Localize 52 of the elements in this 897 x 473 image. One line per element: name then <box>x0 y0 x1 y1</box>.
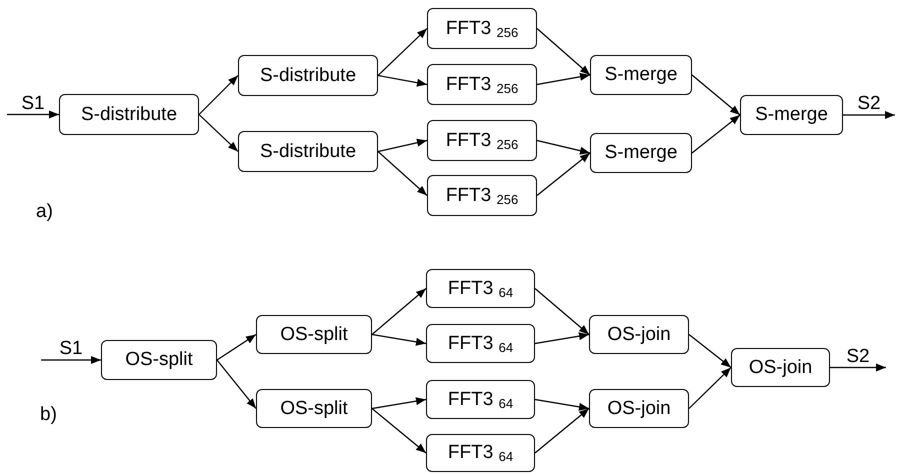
process-box: OS-split <box>256 389 372 428</box>
arrow <box>536 152 590 196</box>
arrow <box>378 74 428 87</box>
process-box: FFT3 $_{256}$ <box>427 175 537 216</box>
process-box: FFT3 $_{256}$ <box>427 8 537 49</box>
arrow <box>688 334 732 368</box>
arrow <box>830 364 886 372</box>
process-box: FFT3 $_{64}$ <box>426 434 535 472</box>
process-box: S-merge <box>590 133 692 173</box>
process-box: OS-join <box>589 315 689 354</box>
process-box: FFT3 $_{256}$ <box>427 64 537 105</box>
arrow <box>7 110 59 118</box>
arrow <box>372 288 426 335</box>
arrow <box>372 397 426 410</box>
arrow <box>534 408 590 454</box>
arrow <box>198 114 238 152</box>
process-box: OS-split <box>101 340 217 380</box>
process-box: FFT3 $_{64}$ <box>426 269 535 308</box>
process-box: S-distribute <box>238 55 378 96</box>
panel-label: a) <box>36 202 53 221</box>
arrow <box>372 334 426 346</box>
arrow <box>534 398 590 411</box>
panel-label: b) <box>40 405 57 424</box>
arrow <box>378 151 428 196</box>
arrow <box>216 360 256 409</box>
process-box: S-distribute <box>59 94 199 135</box>
arrow <box>378 28 428 76</box>
process-box: OS-join <box>589 389 689 428</box>
process-box: S-distribute <box>238 131 378 172</box>
arrow <box>536 140 590 155</box>
arrow <box>41 356 101 364</box>
arrow <box>534 332 590 344</box>
process-box: S-merge <box>590 55 692 95</box>
process-box: S-merge <box>740 95 843 135</box>
process-box: OS-split <box>256 315 372 354</box>
arrow <box>692 114 740 154</box>
arrow <box>216 334 256 360</box>
process-box: FFT3 $_{64}$ <box>426 380 535 419</box>
process-box: FFT3 $_{256}$ <box>427 120 537 161</box>
arrow <box>534 288 590 335</box>
arrow <box>688 367 732 409</box>
process-box: OS-join <box>731 348 830 387</box>
arrow <box>536 28 590 76</box>
process-box: FFT3 $_{64}$ <box>426 324 535 363</box>
signal-label: S1 <box>21 94 45 112</box>
arrow <box>198 75 238 115</box>
arrow <box>378 138 428 152</box>
signal-label: S2 <box>846 346 870 366</box>
arrow <box>692 74 740 116</box>
arrow <box>843 111 895 119</box>
arrow <box>536 72 590 86</box>
arrow <box>372 408 426 454</box>
